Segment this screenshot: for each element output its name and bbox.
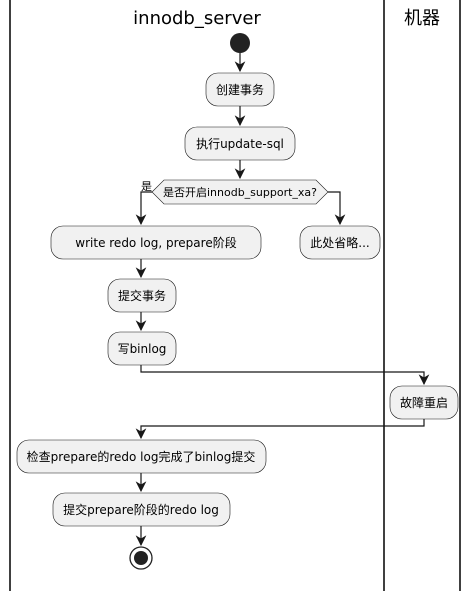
edge-binlog-crash	[140, 365, 430, 386]
activity-create-transaction-label: 创建事务	[216, 82, 264, 97]
activity-omitted-label: 此处省略...	[310, 235, 369, 250]
branch-yes-label: 是	[141, 180, 152, 193]
activity-write-redo-log-label: write redo log, prepare阶段	[75, 235, 236, 250]
activity-execute-sql-label: 执行update-sql	[196, 137, 284, 151]
edge-decision-yes	[135, 191, 152, 226]
activity-commit-prepare-label: 提交prepare阶段的redo log	[63, 502, 219, 517]
start-node	[230, 33, 250, 53]
activity-check-prepare-label: 检查prepare的redo log完成了binlog提交	[27, 449, 256, 464]
lane-title-machine: 机器	[404, 8, 440, 29]
activity-write-binlog	[107, 331, 177, 366]
activity-write-redo-log	[50, 225, 262, 260]
edge-crash-check	[135, 419, 425, 440]
activity-write-binlog-label: 写binlog	[118, 342, 167, 356]
activity-omitted	[299, 225, 381, 260]
lane-title-server: innodb_server	[133, 8, 261, 29]
end-node-inner	[134, 551, 148, 565]
activity-commit-transaction	[107, 278, 177, 313]
activity-commit-transaction-label: 提交事务	[118, 288, 166, 303]
activity-crash-restart-label: 故障重启	[400, 395, 448, 410]
decision-support-xa-label: 是否开启innodb_support_xa?	[163, 186, 317, 199]
edge-decision-no	[328, 191, 346, 226]
